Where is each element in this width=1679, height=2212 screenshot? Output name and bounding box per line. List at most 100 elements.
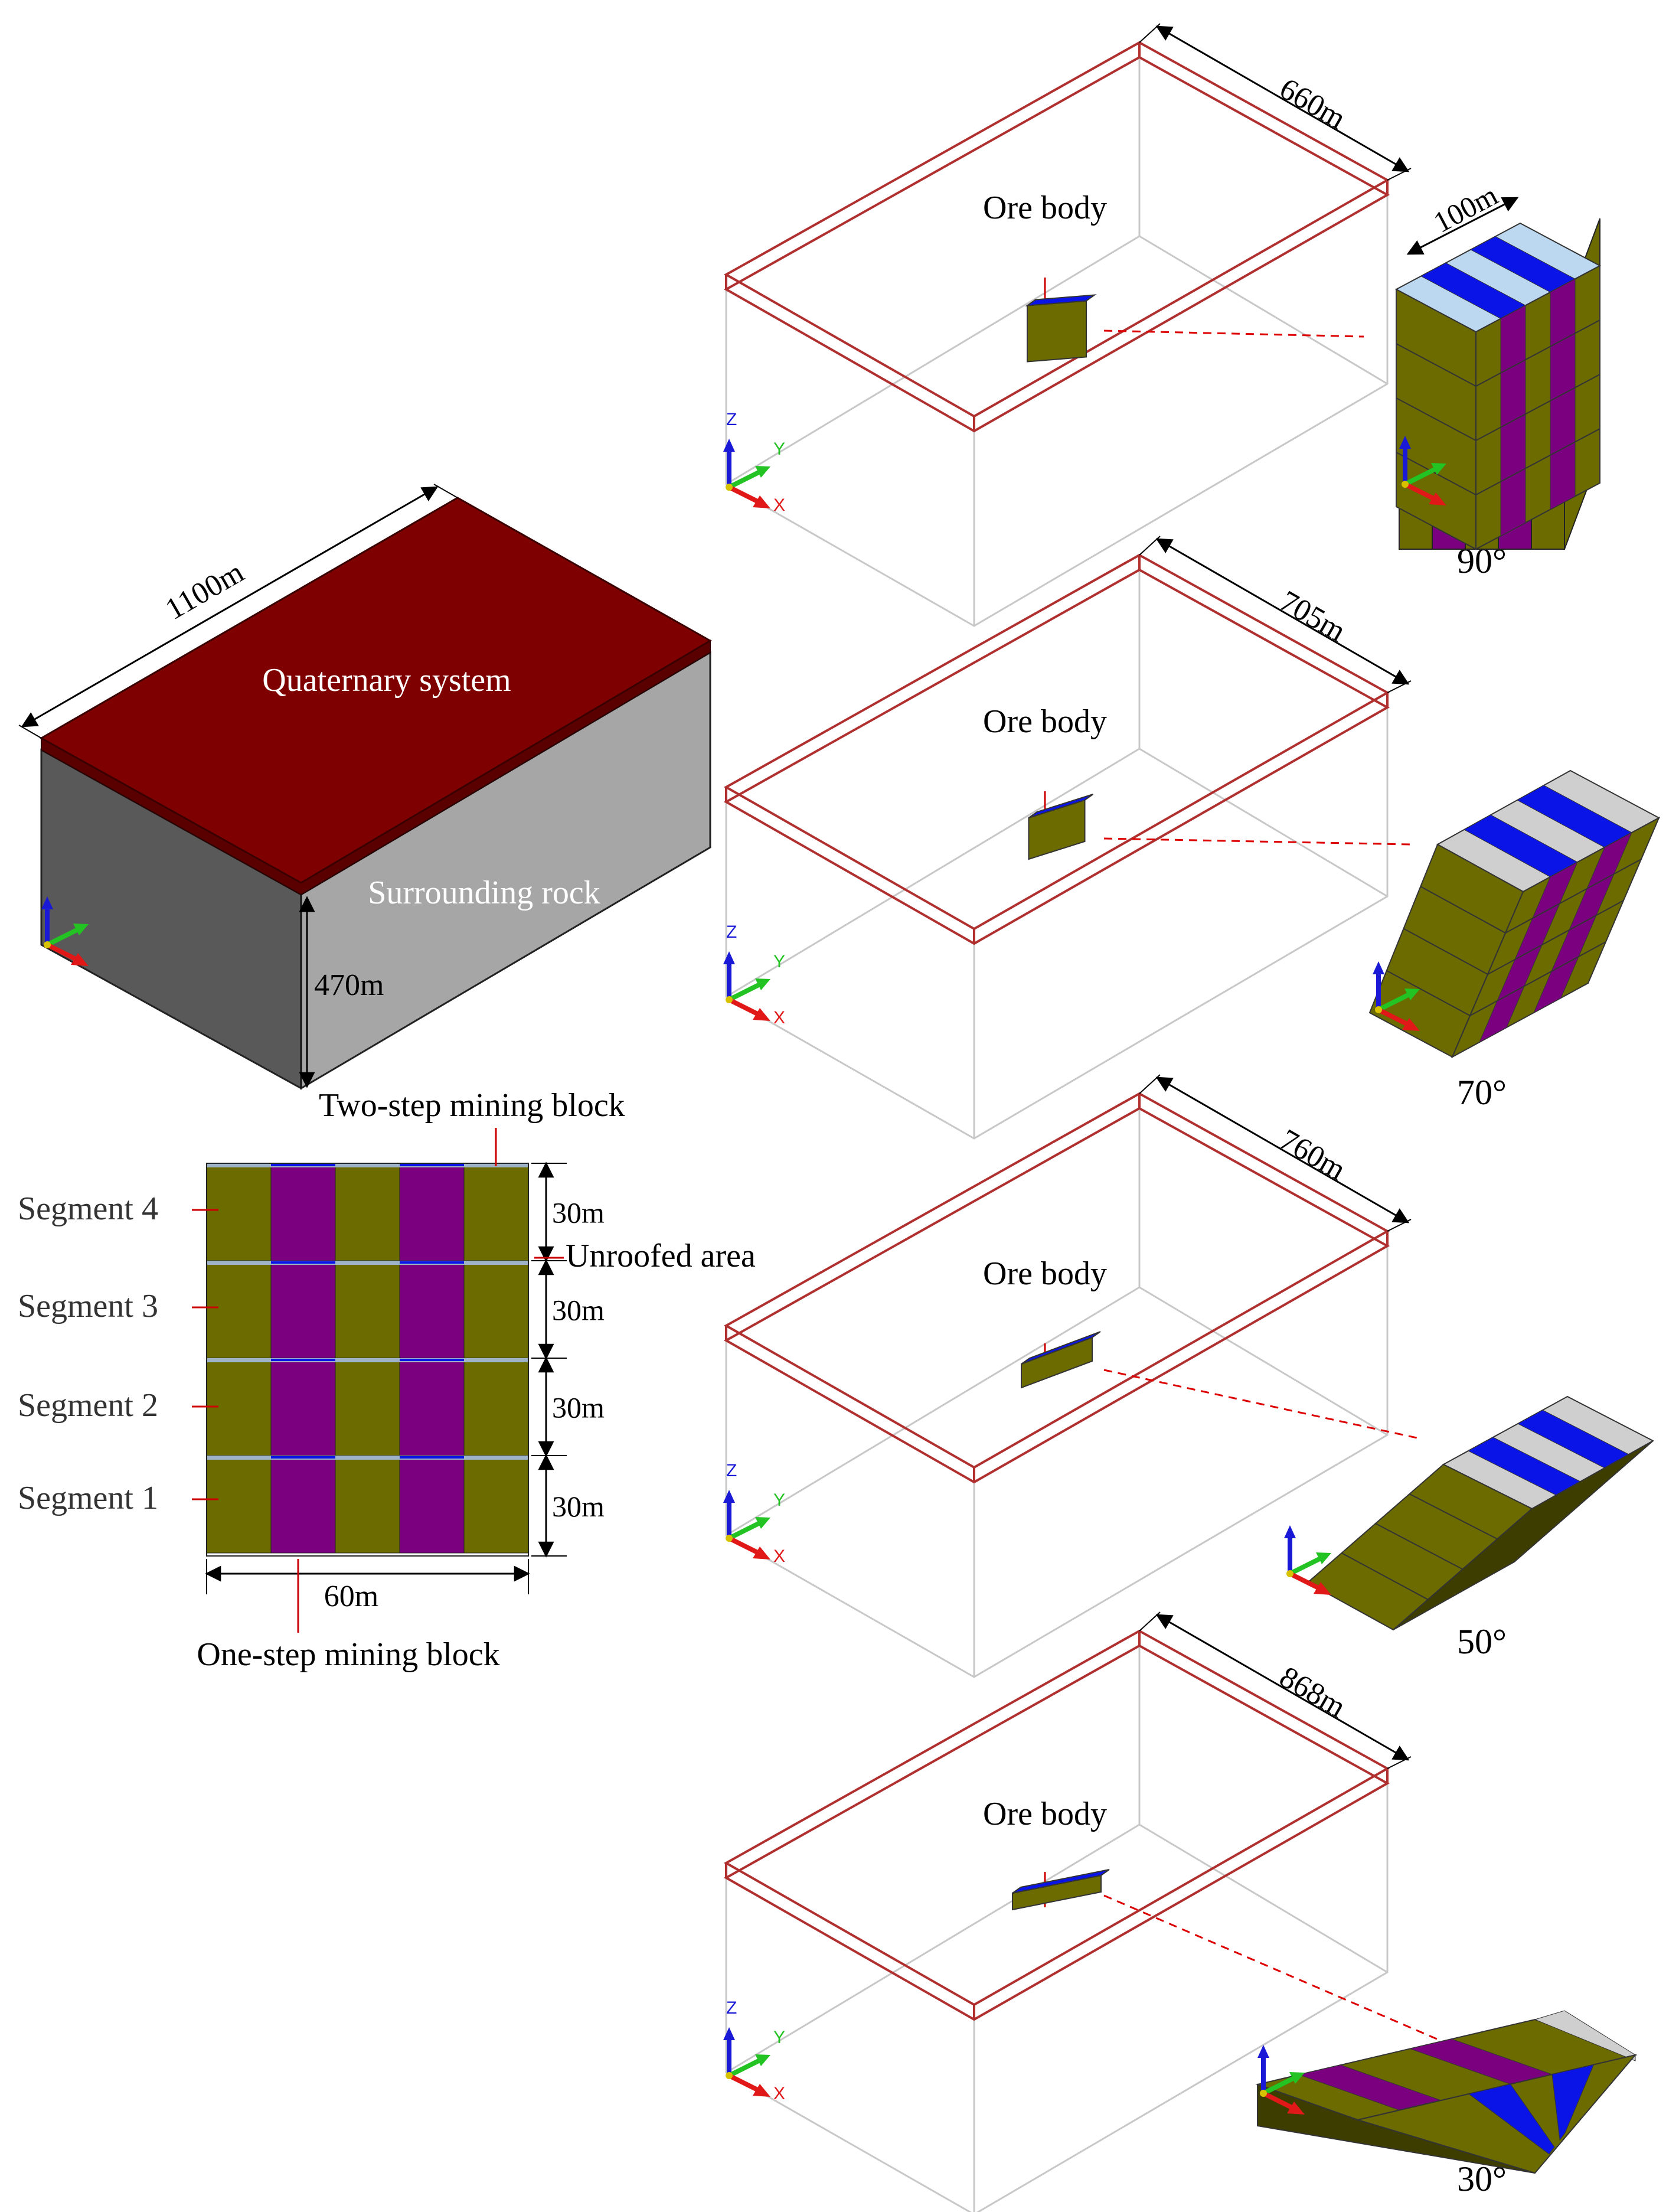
mining-block — [270, 1458, 336, 1554]
axis-z-label: Z — [726, 1461, 737, 1480]
unroofed-strip — [207, 1261, 528, 1265]
zoom-ore-50 — [1284, 1395, 1655, 1631]
ore-top — [1028, 794, 1094, 818]
unroofed-strip — [207, 1163, 528, 1167]
mining-block — [399, 1361, 465, 1456]
one-step-label: One-step mining block — [197, 1636, 499, 1673]
segment-line — [1403, 900, 1624, 976]
mining-block — [206, 1263, 272, 1359]
segment-line — [1341, 1552, 1429, 1600]
mining-block — [399, 1166, 465, 1261]
ore-width-label: 100m — [1428, 178, 1503, 239]
axis-y-label: Y — [773, 1490, 785, 1510]
ore-body-small — [1012, 1869, 1110, 1911]
top-layer-label: Quaternary system — [262, 662, 511, 699]
dimension-tick — [1139, 1074, 1161, 1094]
ore-body-small — [1021, 1331, 1101, 1389]
mining-block — [270, 1361, 336, 1456]
main-model: 1100m Quaternary system Surrounding rock… — [18, 484, 712, 1090]
box-back-edges — [726, 1823, 1388, 2074]
segment-height-label: 30m — [552, 1490, 605, 1523]
two-step-label: Two-step mining block — [319, 1087, 625, 1124]
segment-height-label: 30m — [552, 1196, 605, 1229]
dimension-tick — [1387, 168, 1412, 181]
segment-line — [1396, 319, 1600, 387]
unroofed-strip — [400, 1261, 464, 1264]
dip-angle-label: 70° — [1457, 1073, 1507, 1112]
box-width-dimension — [1155, 538, 1410, 685]
dimension-tick — [1139, 536, 1161, 556]
axis-triad-icon — [723, 1490, 770, 1560]
box-width-label: 868m — [1274, 1660, 1351, 1724]
segment-label: Segment 1 — [18, 1480, 158, 1516]
segment-line — [1396, 428, 1600, 496]
mining-block — [399, 1458, 465, 1554]
mining-block — [206, 1361, 272, 1456]
zoom-dashed-line — [1103, 329, 1364, 338]
model-2-details: Ore body 70° — [983, 703, 1507, 1112]
length-label: 1100m — [160, 555, 250, 627]
top-layer-outline — [723, 56, 1390, 433]
mining-block — [206, 1166, 272, 1261]
box-wireframe — [725, 702, 1389, 1140]
dimension-tick — [1387, 680, 1412, 693]
ore-top — [1021, 1331, 1101, 1365]
ore-side-strip — [1468, 2083, 1555, 2155]
mining-block — [463, 1263, 529, 1359]
ore-body-label: Ore body — [983, 703, 1107, 740]
zoom-dashed-line — [1103, 1369, 1417, 1439]
width-label: 60m — [324, 1580, 378, 1613]
dip-angle-label: 50° — [1457, 1622, 1507, 1661]
unroofed-strip — [271, 1261, 335, 1264]
ore-body-small — [1028, 794, 1094, 860]
ore-face — [1027, 300, 1087, 363]
box-wireframe — [725, 1777, 1389, 2212]
ore-body-label: Ore body — [983, 1255, 1107, 1292]
ore-side-face — [1393, 1440, 1654, 1630]
box-width-label: 705m — [1274, 584, 1351, 648]
axis-z-label: Z — [726, 922, 737, 942]
segment-label: Segment 3 — [18, 1288, 158, 1324]
ore-face — [1021, 1336, 1093, 1389]
dimension-tick — [1387, 1756, 1412, 1769]
axis-y-label: Y — [773, 439, 785, 459]
axis-z-label: Z — [726, 410, 737, 429]
unroofed-label: Unroofed area — [566, 1238, 756, 1274]
axis-triad-icon — [723, 2027, 770, 2097]
mining-block — [335, 1361, 400, 1456]
axis-y-label: Y — [773, 2028, 785, 2047]
mining-block — [463, 1458, 529, 1554]
ore-body-small — [1025, 294, 1097, 363]
box-width-label: 760m — [1274, 1123, 1351, 1187]
box-back-edges — [726, 748, 1388, 998]
zoom-ore-90-detail: 100m — [1394, 178, 1602, 550]
unroofed-strip — [271, 1359, 335, 1361]
ore-side-strip — [1551, 2064, 1595, 2141]
segment-line — [1409, 1493, 1498, 1540]
unroofed-strip — [271, 1164, 335, 1166]
segment-line — [1386, 941, 1606, 1017]
box-back-edges — [726, 235, 1388, 485]
side-label: Surrounding rock — [368, 875, 600, 911]
axis-y-label: Y — [773, 952, 785, 971]
segment-label: Segment 2 — [18, 1387, 158, 1424]
top-layer-outline — [723, 1107, 1390, 1484]
segment-label: Segment 4 — [18, 1190, 158, 1227]
top-layer-outline — [723, 568, 1390, 945]
segment-line — [1420, 859, 1642, 934]
dimension-tick — [1139, 23, 1161, 43]
unroofed-strip — [271, 1456, 335, 1459]
box-width-dimension — [1155, 1076, 1410, 1224]
box-width-dimension — [1155, 1614, 1410, 1761]
mining-block — [335, 1458, 400, 1554]
unroofed-strip — [400, 1456, 464, 1459]
axis-x-label: X — [773, 1008, 785, 1027]
unroofed-strip — [207, 1456, 528, 1460]
segment-line — [1396, 374, 1600, 442]
segment-height-label: 30m — [552, 1391, 605, 1424]
box-wireframe — [725, 1240, 1389, 1678]
mining-block — [335, 1166, 400, 1261]
